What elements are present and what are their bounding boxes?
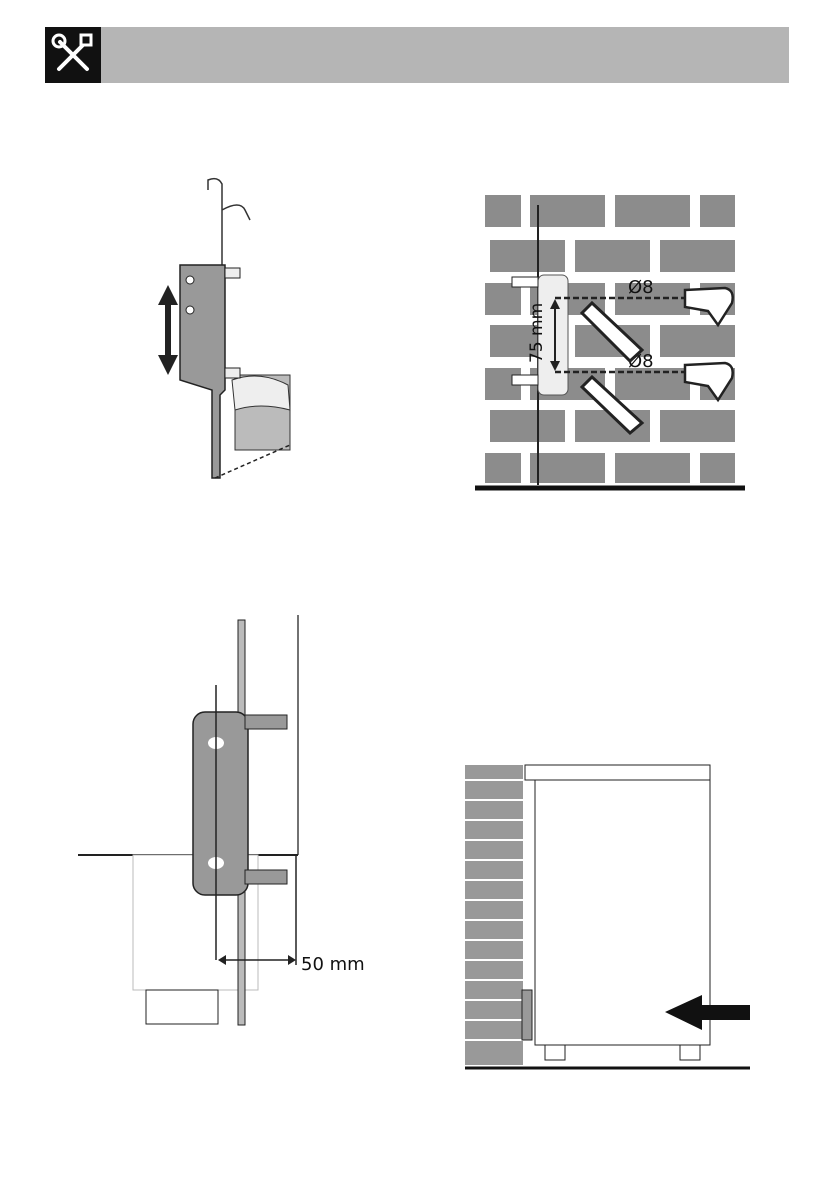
section-header-bar xyxy=(45,27,789,83)
push-back-figure xyxy=(460,760,760,1075)
distance-label: 50 mm xyxy=(301,954,365,975)
hole-diameter-label-top: Ø8 xyxy=(628,277,654,298)
up-down-arrow-icon xyxy=(158,285,178,375)
bracket-clearance-figure: 50 mm xyxy=(78,615,378,1030)
spacing-label: 75 mm xyxy=(527,303,547,363)
wall-drilling-figure: 75 mm Ø8 Ø8 xyxy=(470,185,750,495)
bracket-adjust-figure xyxy=(150,180,310,490)
tools-icon xyxy=(45,27,101,83)
